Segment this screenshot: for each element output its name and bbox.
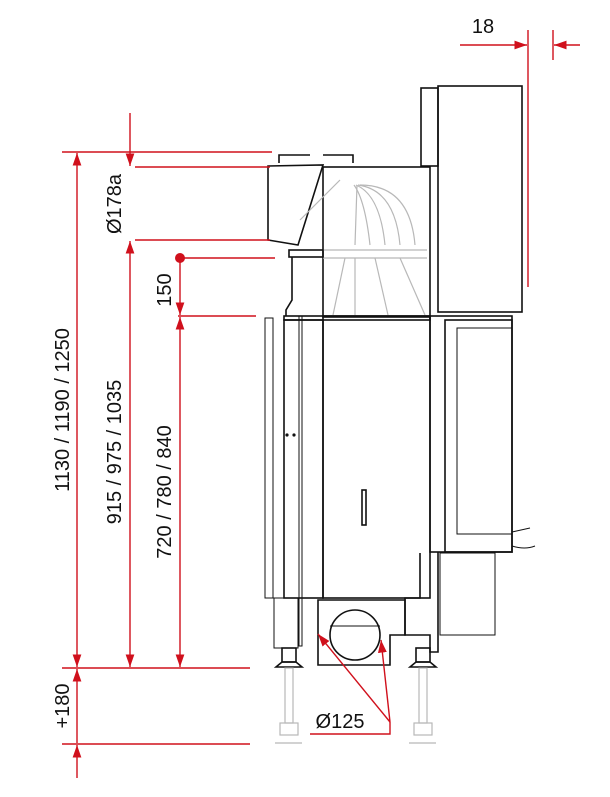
dim-inlet-height: 150 — [154, 273, 176, 306]
adjustable-feet — [273, 647, 439, 744]
dim-leg-extension: +180 — [52, 683, 74, 728]
air-inlet-circle — [329, 609, 381, 661]
dim-total-height: 1130 / 1190 / 1250 — [52, 328, 74, 492]
dim-top-offset: 18 — [472, 16, 494, 38]
dim-flue-center-height: 915 / 975 / 1035 — [104, 380, 126, 525]
fireplace-body — [264, 85, 536, 744]
dimension-lines — [62, 30, 580, 778]
dim-flue-diameter: Ø178a — [104, 173, 126, 234]
dim-air-inlet-diameter: Ø125 — [316, 711, 365, 733]
hidden-burner-dome — [299, 179, 427, 316]
dim-outlet-height: 720 / 780 / 840 — [154, 425, 176, 558]
